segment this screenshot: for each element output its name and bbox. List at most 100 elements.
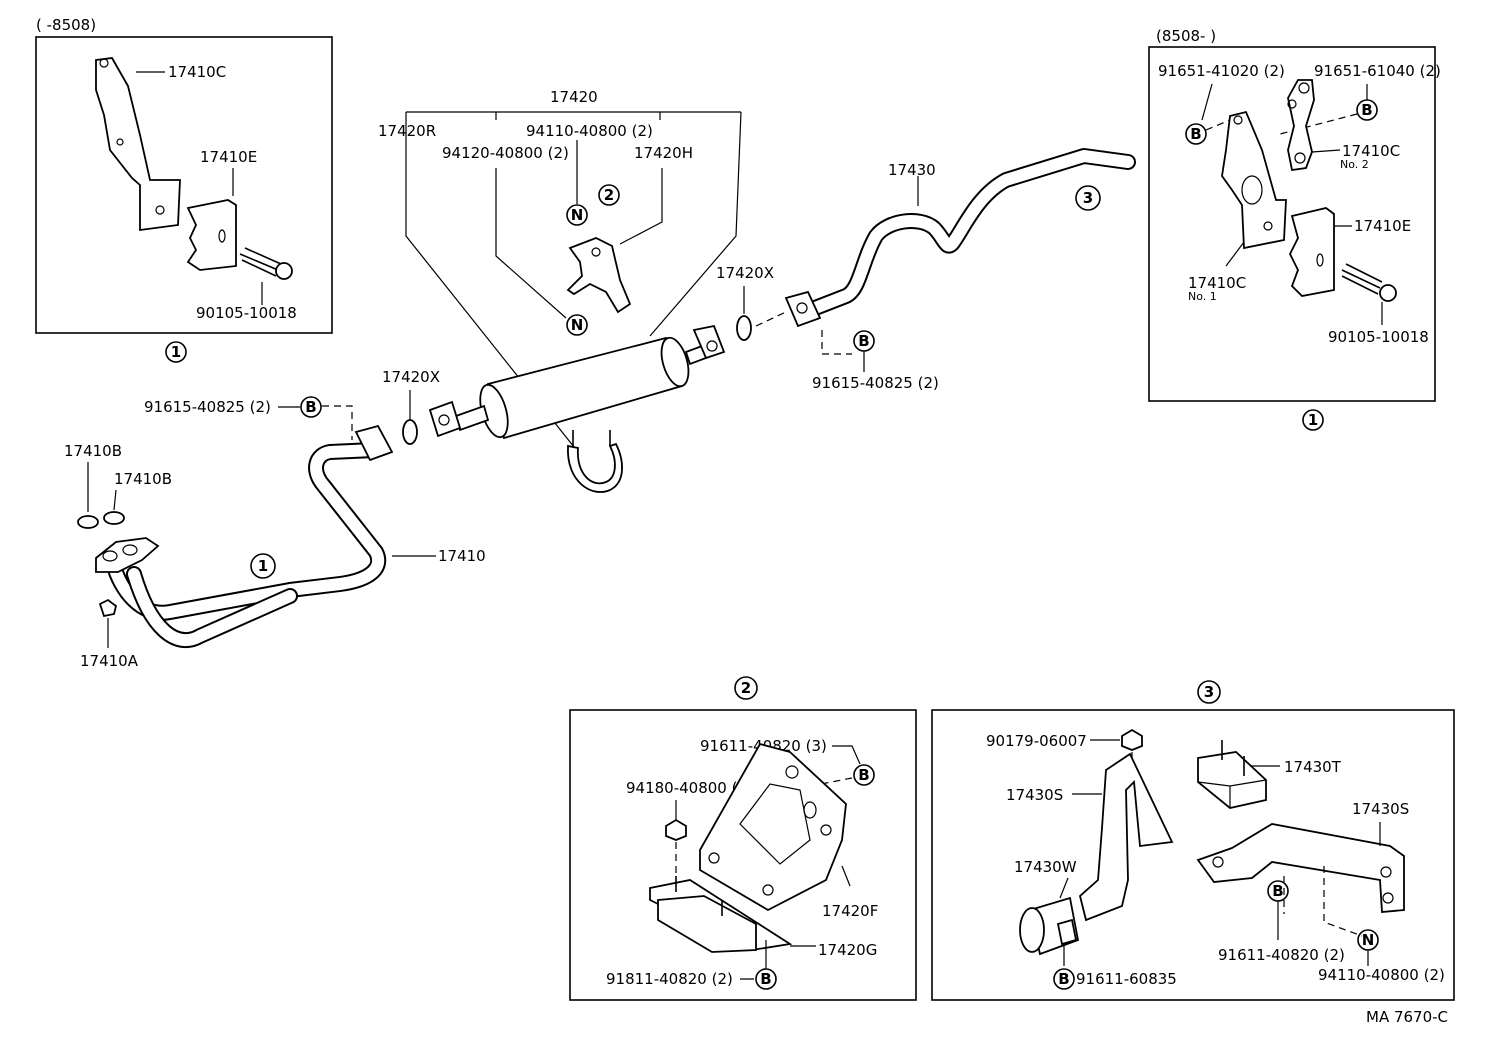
svg-text:2: 2 xyxy=(604,186,614,204)
box-2-frame xyxy=(569,709,917,1001)
label-17420g: 17420G xyxy=(818,941,877,959)
label-17410: 17410 xyxy=(438,547,486,565)
bolt-90105-shaft xyxy=(239,253,279,271)
bolt-90105-head-early xyxy=(275,262,293,280)
label-94120-40800: 94120-40800 (2) xyxy=(442,144,569,162)
label-17410a: 17410A xyxy=(80,652,139,670)
cushion-17430t xyxy=(1197,751,1267,809)
svg-text:N: N xyxy=(571,316,584,334)
callout-1-box-late xyxy=(1302,409,1324,431)
callout-2-box xyxy=(734,676,758,700)
label-17420x-mid: 17420X xyxy=(382,368,440,386)
bracket-hole xyxy=(99,58,109,68)
tail-pipe-flange xyxy=(784,290,822,328)
label-91811-40820: 91811-40820 (2) xyxy=(606,970,733,988)
svg-text:3: 3 xyxy=(1204,683,1214,701)
bracket-hole xyxy=(116,138,124,146)
svg-text:B: B xyxy=(858,332,869,350)
bracket-hole xyxy=(1233,115,1243,125)
nut-94180 xyxy=(665,818,687,841)
label-17420h: 17420H xyxy=(634,144,693,162)
label-17410e-late: 17410E xyxy=(1354,217,1411,235)
callout-1-box-early xyxy=(165,341,187,363)
b-bolt-marker xyxy=(300,396,322,418)
support-17410e-early xyxy=(186,199,237,271)
svg-text:N: N xyxy=(1362,931,1375,949)
label-94110-40800-right: 94110-40800 (2) xyxy=(1318,966,1445,984)
box-1-early-frame xyxy=(35,36,333,334)
b-bolt-marker xyxy=(1053,968,1075,990)
bracket-17420f xyxy=(699,742,847,912)
box-1-early-range: ( -8508) xyxy=(36,16,96,34)
bracket-hole xyxy=(155,205,165,215)
bracket-hole xyxy=(1263,221,1273,231)
bolt-90179 xyxy=(1121,728,1143,751)
muffler xyxy=(428,324,726,440)
label-91611-60835: 91611-60835 xyxy=(1076,970,1177,988)
svg-text:1: 1 xyxy=(171,343,181,361)
b-bolt-marker xyxy=(1185,123,1207,145)
muffler-inlet-flange xyxy=(428,400,462,438)
detail-box-3: 3 90179-06007 17430S 17430W B 91611-6083… xyxy=(931,680,1455,1001)
front-pipe-flange xyxy=(354,424,394,462)
gasket-17420x-mid xyxy=(402,419,418,445)
label-17430s-left: 17430S xyxy=(1006,786,1063,804)
label-17420: 17420 xyxy=(550,88,598,106)
support-17410e-late xyxy=(1288,207,1335,297)
svg-text:B: B xyxy=(858,766,869,784)
nut-17410a xyxy=(98,598,118,618)
label-no2: No. 2 xyxy=(1340,158,1369,171)
box-1-late-frame xyxy=(1148,46,1436,402)
label-90179-06007: 90179-06007 xyxy=(986,732,1087,750)
main-assembly: 17420 17420R 94110-40800 (2) 94120-40800… xyxy=(64,88,1136,670)
detail-box-2: 2 91611-40820 (3) B 94180-40800 (2) 1742… xyxy=(569,676,917,1001)
label-90105-late: 90105-10018 xyxy=(1328,328,1429,346)
label-91651-41020: 91651-41020 (2) xyxy=(1158,62,1285,80)
svg-text:1: 1 xyxy=(1308,411,1318,429)
label-17410c-early: 17410C xyxy=(168,63,226,81)
bracket-17430s-right xyxy=(1196,823,1405,913)
svg-text:N: N xyxy=(571,206,584,224)
gasket-17410b-1 xyxy=(77,515,99,529)
svg-text:B: B xyxy=(1272,882,1283,900)
svg-text:B: B xyxy=(305,398,316,416)
bracket-17410c-no2 xyxy=(1287,79,1315,172)
support-slot xyxy=(218,229,226,243)
svg-text:B: B xyxy=(760,970,771,988)
label-17410e-early: 17410E xyxy=(200,148,257,166)
label-17410c-no1: 17410C xyxy=(1188,274,1246,292)
label-91615-front: 91615-40825 (2) xyxy=(144,398,271,416)
bracket-17410c-early xyxy=(95,57,181,232)
label-94180-40800: 94180-40800 (2) xyxy=(626,779,753,797)
svg-text:3: 3 xyxy=(1083,189,1093,207)
label-17430w: 17430W xyxy=(1014,858,1077,876)
svg-text:2: 2 xyxy=(741,679,751,697)
gasket-17410b-2 xyxy=(103,511,125,525)
label-91611-40820-right: 91611-40820 (2) xyxy=(1218,946,1345,964)
svg-text:B: B xyxy=(1058,970,1069,988)
label-17430s-right: 17430S xyxy=(1352,800,1409,818)
gasket-17420x-rear xyxy=(736,315,752,341)
label-17410b-1: 17410B xyxy=(64,442,122,460)
bolt-90105-head-late xyxy=(1379,284,1397,302)
svg-text:B: B xyxy=(1190,125,1201,143)
box-1-late-range: (8508- ) xyxy=(1156,27,1216,45)
label-94110-40800: 94110-40800 (2) xyxy=(526,122,653,140)
label-17410b-2: 17410B xyxy=(114,470,172,488)
bolt-thread xyxy=(241,247,282,277)
bracket-17430s-left xyxy=(1078,752,1174,922)
clamp-17420r xyxy=(567,442,623,493)
bracket-17410c-no1 xyxy=(1221,110,1287,250)
label-17430t: 17430T xyxy=(1284,758,1342,776)
label-no1: No. 1 xyxy=(1188,290,1217,303)
label-91615-rear: 91615-40825 (2) xyxy=(812,374,939,392)
label-17420r: 17420R xyxy=(378,122,436,140)
n-nut-marker xyxy=(566,314,588,336)
box-3-frame xyxy=(931,709,1455,1001)
label-91651-61040: 91651-61040 (2) xyxy=(1314,62,1441,80)
b-bolt-marker xyxy=(853,764,875,786)
detail-box-1-early: ( -8508) 17410C 17410E 90105-10018 1 xyxy=(35,16,333,363)
label-17420f: 17420F xyxy=(822,902,878,920)
callout-3-box xyxy=(1197,680,1221,704)
